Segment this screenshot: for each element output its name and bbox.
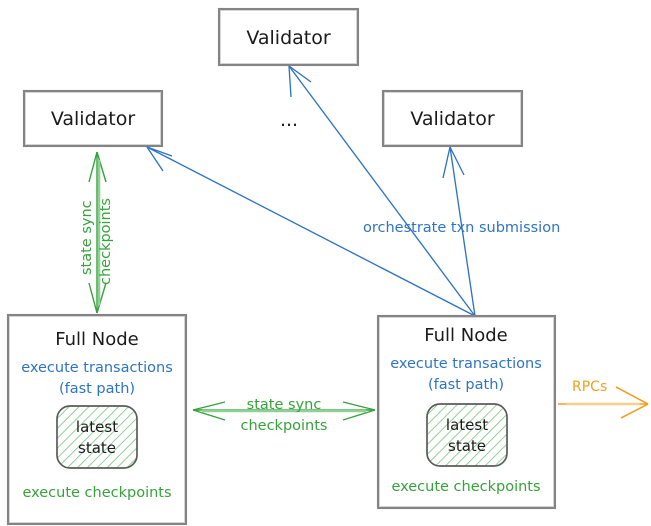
validator-left-label: Validator	[51, 108, 136, 130]
full-node-right-blue-line-2: (fast path)	[428, 377, 504, 393]
state-sync-horizontal-line2: checkpoints	[241, 418, 328, 434]
validator-left[interactable]: Validator	[22, 89, 164, 148]
validator-right-label: Validator	[410, 108, 495, 130]
full-node-left-latest-state-line-1: latest	[76, 418, 118, 436]
full-node-right-latest-state-line-1: latest	[446, 416, 488, 434]
full-node-left-title: Full Node	[55, 329, 138, 350]
validator-top[interactable]: Validator	[217, 7, 360, 67]
full-node-right-latest-state-line-2: state	[448, 437, 486, 455]
rpcs-label: RPCs	[572, 379, 607, 395]
state-sync-horizontal-label: state sync checkpoints	[241, 397, 328, 434]
full-node-left[interactable]: Full Node execute transactions (fast pat…	[6, 313, 188, 526]
validator-top-label: Validator	[246, 27, 331, 49]
arrow-orchestrate-top-validator	[288, 65, 476, 317]
state-sync-horizontal-line1: state sync	[247, 397, 322, 413]
full-node-right-latest-state-box: latest state	[426, 403, 508, 467]
full-node-left-green-line: execute checkpoints	[22, 485, 171, 501]
state-sync-vertical-line1: state sync	[79, 200, 95, 275]
arrow-rpcs	[558, 386, 649, 419]
arrow-state-sync-vertical	[88, 151, 107, 314]
full-node-right-green-line: execute checkpoints	[391, 479, 540, 495]
arrow-orchestrate-right-validator	[442, 146, 476, 317]
arrow-state-sync-horizontal	[192, 401, 376, 421]
full-node-left-blue-line-1: execute transactions	[21, 360, 173, 376]
arrow-orchestrate-left-validator	[146, 146, 476, 317]
orchestrate-label: orchestrate txn submission	[363, 220, 560, 236]
full-node-right-blue-line-1: execute transactions	[390, 356, 542, 372]
state-sync-vertical-label: state sync checkpoints	[79, 198, 114, 285]
full-node-left-blue-line-2: (fast path)	[59, 381, 135, 397]
state-sync-vertical-line2: checkpoints	[98, 198, 114, 285]
validator-right[interactable]: Validator	[381, 89, 524, 148]
validators-ellipsis: ...	[280, 109, 298, 131]
full-node-left-latest-state-box: latest state	[56, 405, 138, 469]
full-node-left-latest-state-line-2: state	[78, 439, 116, 457]
full-node-right-title: Full Node	[424, 325, 507, 346]
full-node-right[interactable]: Full Node execute transactions (fast pat…	[376, 314, 557, 510]
